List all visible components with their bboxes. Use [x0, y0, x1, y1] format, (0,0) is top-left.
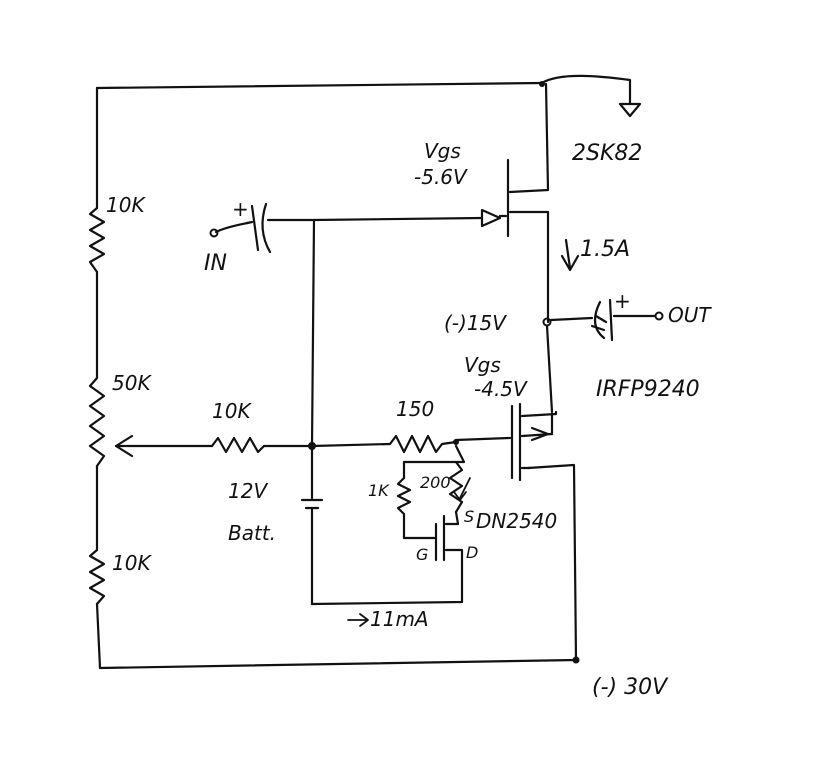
- label-plus-in: +: [232, 197, 249, 221]
- input-capacitor: [214, 202, 272, 254]
- node-source-junction: [453, 439, 459, 445]
- ground-lead-wire: [540, 74, 632, 106]
- trimmer-arrow: [453, 477, 471, 501]
- gate-node-vertical: [310, 218, 316, 448]
- bottom-rail-wire: [98, 658, 578, 670]
- resistor-10k-series: [210, 436, 266, 454]
- top-fet-2sk82: [480, 82, 550, 324]
- label-dn-g: G: [416, 545, 428, 564]
- battery-12v: [300, 444, 324, 606]
- output-capacitor: [590, 298, 614, 342]
- label-plus-out: +: [614, 289, 631, 313]
- cs-top-wire: [402, 444, 466, 464]
- ground-junction: [539, 81, 545, 87]
- mid-node-wire: [545, 324, 554, 414]
- ground-symbol: [618, 102, 642, 118]
- gate-top-wire: [266, 216, 484, 222]
- label-r-pot: 50K: [112, 371, 152, 395]
- label-fet-top: 2SK82: [572, 141, 642, 166]
- bottom-fet-irfp9240: [454, 402, 558, 482]
- left-rail-bottom-wire: [95, 602, 102, 670]
- frame-wires: [95, 74, 632, 670]
- label-dn-d: D: [466, 543, 478, 562]
- label-r-1k: 1K: [368, 481, 390, 500]
- resistor-150: [388, 434, 458, 454]
- label-r-200: 200: [420, 473, 451, 492]
- label-supply: (-) 30V: [592, 675, 669, 700]
- current-loop-wire: [310, 554, 464, 606]
- label-r-bot: 10K: [112, 551, 152, 575]
- label-vgs-top: Vgs: [424, 139, 461, 163]
- label-input: IN: [204, 251, 227, 276]
- output-terminal: [654, 311, 664, 321]
- input-terminal: [209, 228, 219, 238]
- current-arrow-bottom: [347, 613, 369, 627]
- supply-junction: [572, 656, 580, 664]
- node-wire-b: [310, 442, 392, 448]
- current-arrow-top: [560, 238, 580, 272]
- label-r-top: 10K: [106, 193, 146, 217]
- label-current-bot: 11mA: [370, 607, 429, 631]
- resistor-10k-bottom: [88, 548, 106, 606]
- resistor-1k: [396, 476, 438, 540]
- label-dn-s: S: [464, 507, 474, 526]
- label-batt: Batt.: [228, 521, 276, 545]
- label-vgs-top-value: -5.6V: [414, 165, 468, 189]
- resistor-10k-top: [88, 206, 106, 274]
- output-wire-left: [549, 316, 594, 322]
- right-rail-wire: [526, 463, 578, 662]
- label-r-150: 150: [396, 397, 434, 421]
- label-batt-voltage: 12V: [228, 479, 268, 503]
- top-rail-wire: [95, 81, 544, 90]
- dn2540-fet: [434, 510, 464, 562]
- label-vgs-bot-value: -4.5V: [474, 377, 528, 401]
- label-dn-name: DN2540: [476, 509, 557, 533]
- label-current-top: 1.5A: [580, 237, 630, 262]
- label-node-mid: (-)15V: [444, 311, 507, 335]
- label-fet-bot: IRFP9240: [596, 377, 700, 402]
- resistor-200: [448, 460, 464, 514]
- label-out: OUT: [668, 303, 712, 327]
- label-r-series: 10K: [212, 399, 252, 423]
- label-vgs-bot: Vgs: [464, 353, 501, 377]
- resistor-pot-50k: [88, 376, 106, 468]
